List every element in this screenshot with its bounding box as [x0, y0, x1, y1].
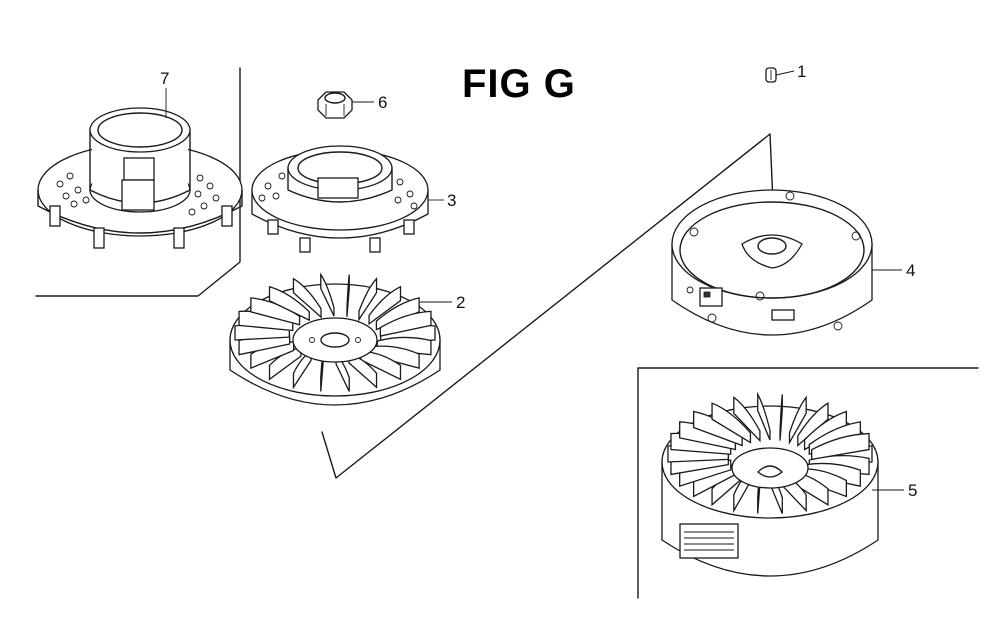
part-1-pin	[765, 67, 777, 83]
part-7-starter-hub	[37, 107, 243, 249]
callout-6: 6	[378, 93, 388, 112]
callout-4: 4	[906, 261, 916, 280]
fan-blade	[346, 274, 350, 317]
part-4-flywheel-housing	[671, 189, 873, 336]
callout-1: 1	[797, 62, 807, 81]
part-2-cooling-fan	[229, 272, 441, 406]
callout-2: 2	[456, 293, 466, 312]
part-2-blades	[234, 272, 436, 392]
callout-3: 3	[447, 191, 457, 210]
fan-blade	[320, 272, 335, 317]
fan-blade	[268, 285, 310, 322]
part-6-nut	[317, 91, 353, 119]
part-7-holes	[56, 172, 220, 216]
callout-7: 7	[160, 69, 170, 88]
fan-blade	[711, 402, 752, 444]
fan-blade	[779, 394, 783, 441]
fan-blade	[811, 432, 870, 461]
fan-blade	[292, 277, 322, 319]
fan-blade	[788, 395, 807, 445]
fan-blade	[379, 310, 432, 337]
leader-1	[775, 70, 795, 76]
part-5-flywheel	[661, 391, 879, 577]
inset-frame-part-7	[35, 67, 241, 297]
fan-blade	[733, 396, 761, 443]
part-3-starter-pulley	[251, 145, 429, 253]
fan-blade	[358, 277, 378, 322]
inset-frame-part-5	[637, 367, 979, 599]
fan-blade	[375, 297, 420, 331]
part-3-holes	[258, 172, 418, 210]
callout-5: 5	[908, 481, 918, 500]
figure-title: FIG G	[462, 62, 576, 106]
fan-blade	[797, 402, 829, 447]
fan-blade	[757, 391, 771, 441]
fan-blade	[368, 285, 402, 326]
